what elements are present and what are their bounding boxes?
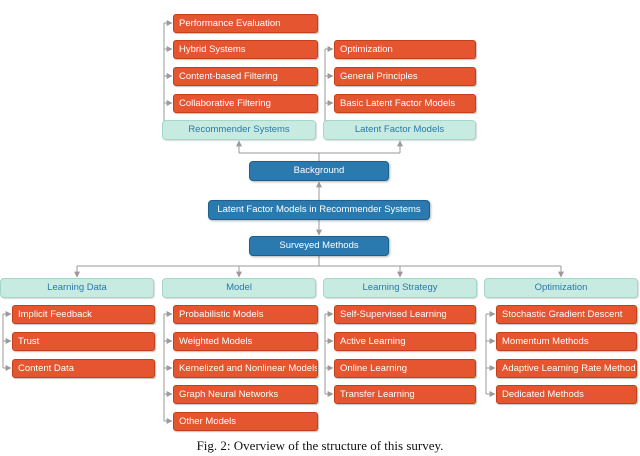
- leaf-momentum-methods: Momentum Methods: [496, 332, 637, 351]
- leaf-stochastic-gradient-descent: Stochastic Gradient Descent: [496, 305, 637, 324]
- category-latent-factor-models: Latent Factor Models: [323, 120, 476, 140]
- category-recommender-systems: Recommender Systems: [162, 120, 316, 140]
- leaf-trust: Trust: [12, 332, 155, 351]
- leaf-content-based-filtering: Content-based Filtering: [173, 67, 318, 86]
- leaf-weighted-models: Weighted Models: [173, 332, 318, 351]
- leaf-graph-neural-networks: Graph Neural Networks: [173, 385, 318, 404]
- leaf-transfer-learning: Transfer Learning: [334, 385, 476, 404]
- leaf-online-learning: Online Learning: [334, 359, 476, 378]
- figure-caption: Fig. 2: Overview of the structure of thi…: [196, 438, 444, 453]
- leaf-kernelized-nonlinear-models: Kernelized and Nonlinear Models: [173, 359, 318, 378]
- category-learning-strategy: Learning Strategy: [323, 278, 477, 298]
- surveyed-methods-node: Surveyed Methods: [249, 236, 389, 256]
- leaf-collaborative-filtering: Collaborative Filtering: [173, 94, 318, 113]
- leaf-performance-evaluation: Performance Evaluation: [173, 14, 318, 33]
- leaf-hybrid-systems: Hybrid Systems: [173, 40, 318, 59]
- leaf-general-principles: General Principles: [334, 67, 476, 86]
- category-learning-data: Learning Data: [0, 278, 154, 298]
- leaf-self-supervised-learning: Self-Supervised Learning: [334, 305, 476, 324]
- category-model: Model: [162, 278, 316, 298]
- leaf-probabilistic-models: Probabilistic Models: [173, 305, 318, 324]
- leaf-basic-latent-factor-models: Basic Latent Factor Models: [334, 94, 476, 113]
- leaf-other-models: Other Models: [173, 412, 318, 431]
- leaf-dedicated-methods: Dedicated Methods: [496, 385, 637, 404]
- leaf-active-learning: Active Learning: [334, 332, 476, 351]
- leaf-implicit-feedback: Implicit Feedback: [12, 305, 155, 324]
- leaf-content-data: Content Data: [12, 359, 155, 378]
- leaf-optimization-top: Optimization: [334, 40, 476, 59]
- leaf-adaptive-learning-rate-methods: Adaptive Learning Rate Methods: [496, 359, 637, 378]
- center-node: Latent Factor Models in Recommender Syst…: [208, 200, 430, 220]
- category-optimization: Optimization: [484, 278, 638, 298]
- background-node: Background: [249, 161, 389, 181]
